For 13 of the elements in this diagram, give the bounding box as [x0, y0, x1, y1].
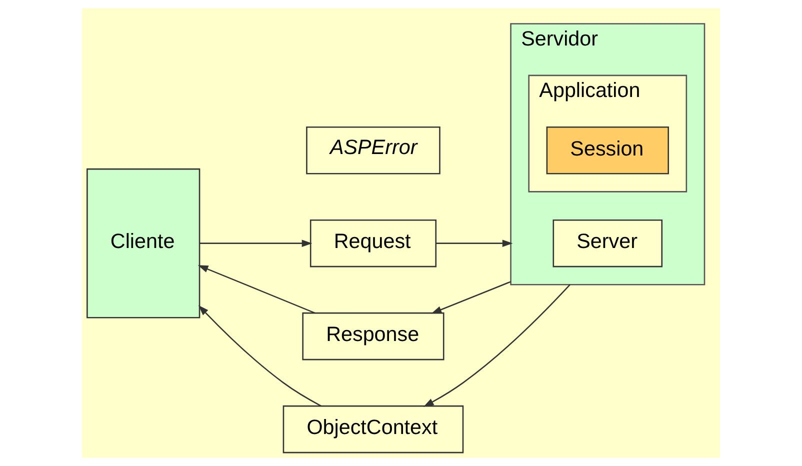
node-box: Request — [310, 219, 437, 268]
arrow — [200, 240, 312, 247]
arrow — [198, 305, 322, 407]
node-box: Server — [552, 219, 663, 268]
node-box: ObjectContext — [282, 405, 464, 454]
arrow — [198, 265, 316, 314]
node-box: ASPError — [306, 126, 440, 174]
arrow — [431, 281, 512, 314]
node-box: Response — [302, 312, 444, 360]
node-box: Session — [546, 126, 669, 174]
arrow — [423, 284, 570, 407]
node-box: Cliente — [86, 168, 200, 318]
arrow — [436, 240, 513, 247]
